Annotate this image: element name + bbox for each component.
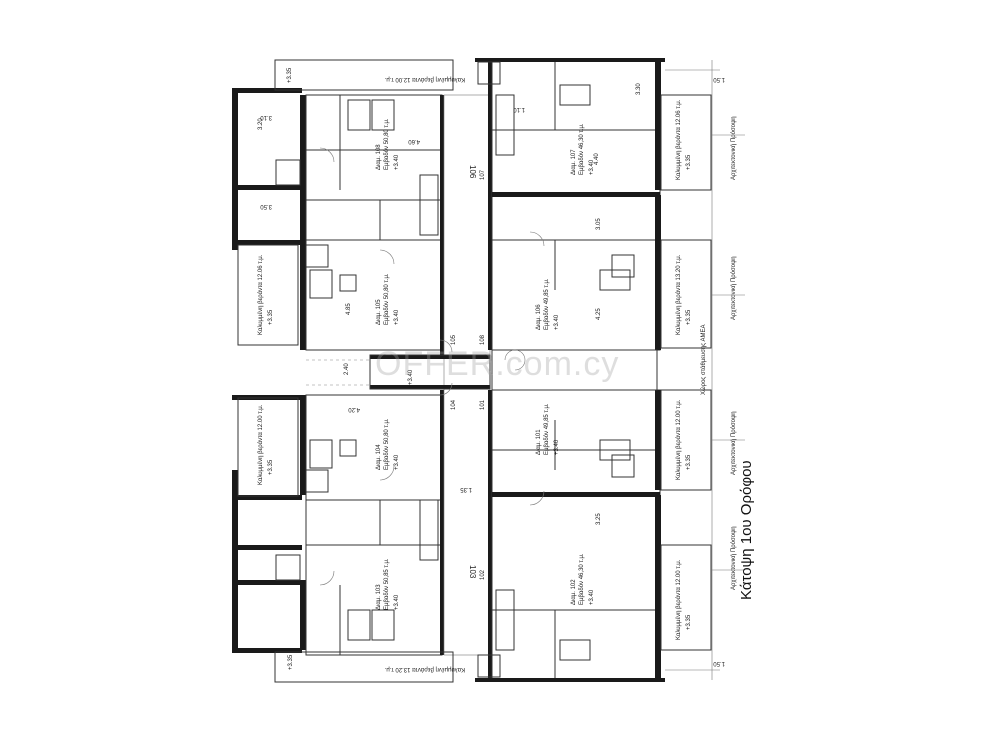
veranda-3-level: +3.35 [268,459,274,475]
door-number-102: 102 [480,569,486,580]
apartment-labels: Διαμ. 108 Εμβαδόν 50,80 τ.μ. +3.40 Διαμ.… [376,118,595,610]
dim-4: 3.50 [260,203,272,209]
veranda-2-level: +3.35 [268,309,274,325]
dimension-lines [665,60,720,680]
garden-label-1: Αρχιτεκτονική Πρόσοψη [730,116,737,180]
apt-102-area: Εμβαδόν 46,30 τ.μ. [578,553,585,605]
dim-9: 4.25 [596,308,602,320]
veranda-5-label: Καλυμμένη βεράντα 12.06 τ.μ. [675,99,682,180]
plan-caption: Κάτοψη 1ου Ορόφου [738,460,755,600]
apt-106-name: Διαμ. 106 [536,304,542,330]
dim-5: 1.10 [513,106,525,112]
veranda-1-level: +3.35 [287,67,293,83]
apt-104-area: Εμβαδόν 50,80 τ.μ. [383,418,390,470]
veranda-7-label: Καλυμμένη βεράντα 12.00 τ.μ. [675,399,682,480]
door-number-101: 101 [480,399,486,410]
veranda-1-label: Καλυμμένη βεράντα 12.00 τ.μ. [384,76,465,83]
apt-108-level: +3.40 [394,154,400,170]
dim-8: 3.05 [596,218,602,230]
apt-103-level: +3.40 [394,594,400,610]
dim-1: 3.10 [260,114,272,120]
dim-11: 1.35 [460,486,472,492]
apt-104-name: Διαμ. 104 [376,444,382,470]
door-number-105: 105 [451,334,457,345]
door-number-103: 103 [468,565,477,579]
apt-105-level: +3.40 [394,309,400,325]
door-number-108: 108 [480,334,486,345]
garden-labels: Αρχιτεκτονική Πρόσοψη Αρχιτεκτονική Πρόσ… [700,116,745,590]
apt-105-name: Διαμ. 105 [376,299,382,325]
partitions [306,62,655,678]
apt-107-level: +3.40 [589,159,595,175]
apt-107-area: Εμβαδόν 46,30 τ.μ. [578,123,585,175]
dim-12: 2.40 [344,363,350,375]
apt-108-name: Διαμ. 108 [376,144,382,170]
veranda-2-label: Καλυμμένη βεράντα 12.06 τ.μ. [257,254,264,335]
veranda-4-level: +3.35 [288,654,294,670]
door-numbers: 106 107 105 108 104 101 103 102 +3.40 [408,165,486,580]
dim-15: 1.50 [713,76,725,82]
verandas [237,59,712,683]
dim-14: 3.25 [596,513,602,525]
apt-102-level: +3.40 [589,589,595,605]
apt-105-area: Εμβαδόν 50,80 τ.μ. [383,273,390,325]
apt-104-level: +3.40 [394,454,400,470]
veranda-3-label: Καλυμμένη βεράντα 12.00 τ.μ. [257,404,264,485]
veranda-5-level: +3.35 [686,154,692,170]
dim-7: 3.30 [636,83,642,95]
apt-108-area: Εμβαδόν 50,80 τ.μ. [383,118,390,170]
veranda-7-level: +3.35 [686,454,692,470]
bathrooms [275,61,635,678]
door-swings [319,147,545,586]
apt-101-level: +3.40 [554,439,560,455]
garden-label-3: Αρχιτεκτονική Πρόσοψη [730,411,737,475]
veranda-6-level: +3.35 [686,309,692,325]
garden-label-2: Αρχιτεκτονική Πρόσοψη [730,256,737,320]
dimension-labels: 3.10 3.20 4.60 3.50 1.10 4.40 3.30 3.05 … [258,76,725,666]
garden-label-4: Αρχιτεκτονική Πρόσοψη [730,526,737,590]
dim-13: 4.20 [348,406,360,412]
apt-101-name: Διαμ. 101 [536,429,542,455]
apt-107-name: Διαμ. 107 [571,149,577,175]
dim-6: 4.40 [594,153,600,165]
dim-16: 1.50 [713,660,725,666]
apt-103-name: Διαμ. 103 [376,584,382,610]
apt-106-area: Εμβαδόν 49,85 τ.μ. [543,278,550,330]
door-number-106: 106 [468,165,477,179]
apt-101-area: Εμβαδόν 49,85 τ.μ. [543,403,550,455]
veranda-6-label: Καλυμμένη βεράντα 13.20 τ.μ. [675,254,682,335]
apt-102-name: Διαμ. 102 [571,579,577,605]
veranda-8-label: Καλυμμένη βεράντα 12.00 τ.μ. [675,559,682,640]
door-number-107: 107 [480,169,486,180]
watermark: OFFER.com.cy [375,345,620,383]
lobby-level: +3.40 [408,369,414,385]
dim-3: 4.60 [408,138,420,144]
dim-2: 3.20 [258,118,264,130]
apt-103-area: Εμβαδόν 50,85 τ.μ. [383,558,390,610]
veranda-4-label: Καλυμμένη βεράντα 13.20 τ.μ. [384,666,465,673]
apt-106-level: +3.40 [554,314,560,330]
veranda-labels: Καλυμμένη βεράντα 12.00 τ.μ. +3.35 Καλυμ… [257,67,692,673]
amea-parking-label: Χώρος στάθμευσης ΑΜΕΑ [700,325,707,395]
veranda-8-level: +3.35 [686,614,692,630]
building-outline [232,58,665,682]
dim-10: 4.85 [346,303,352,315]
door-number-104: 104 [451,399,457,410]
furniture [309,84,631,661]
